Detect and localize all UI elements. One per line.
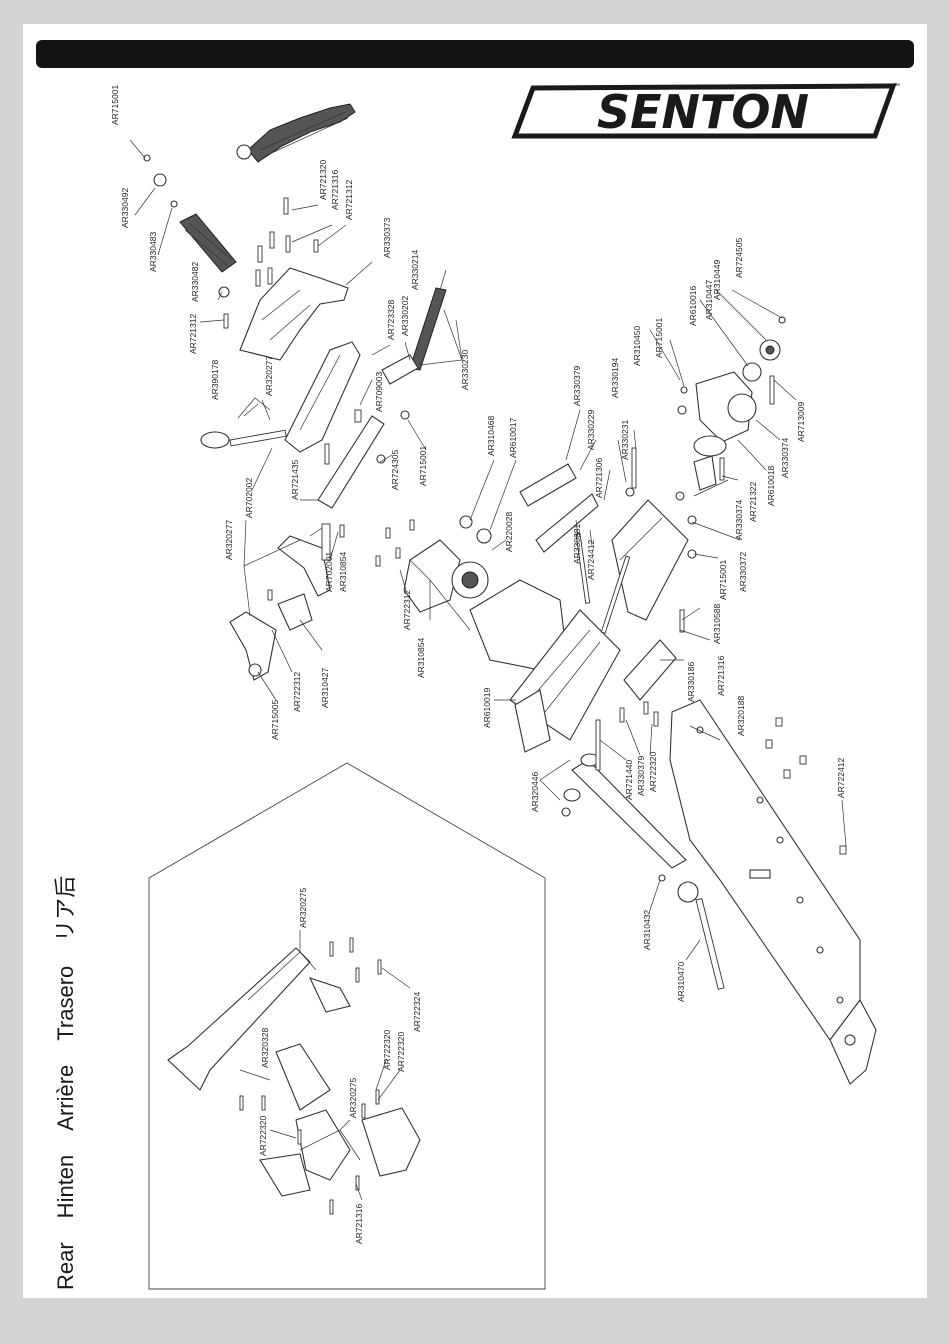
label-AR715005: AR715005 bbox=[270, 700, 280, 740]
label-AR330492: AR330492 bbox=[120, 188, 130, 228]
label-AR330381: AR330381 bbox=[572, 524, 582, 564]
shock-tower bbox=[239, 267, 349, 361]
label-AR721320-a: AR721320 bbox=[318, 160, 328, 200]
label-AR310450: AR310450 bbox=[632, 326, 642, 366]
label-AR310588: AR310588 bbox=[712, 604, 722, 644]
label-AR721312-a: AR721312 bbox=[188, 314, 198, 354]
label-AR330230: AR330230 bbox=[460, 350, 470, 390]
label-AR220028: AR220028 bbox=[504, 512, 514, 552]
label-AR330372: AR330372 bbox=[738, 552, 748, 592]
turnbuckle bbox=[409, 287, 447, 371]
label-AR310449: AR310449 bbox=[712, 260, 722, 300]
label-AR721440: AR721440 bbox=[624, 760, 634, 800]
label-AR724305: AR724305 bbox=[390, 450, 400, 490]
label-AR723328: AR723328 bbox=[386, 300, 396, 340]
hub-carrier-upper bbox=[277, 535, 331, 597]
label-AR721312-b: AR721312 bbox=[344, 180, 354, 220]
label-AR722320-c: AR722320 bbox=[396, 1032, 406, 1072]
brand-text: SENTON bbox=[597, 85, 809, 139]
label-AR330229: AR330229 bbox=[586, 410, 596, 450]
label-AR610019: AR610019 bbox=[482, 688, 492, 728]
label-AR330379-a: AR330379 bbox=[572, 366, 582, 406]
label-AR320328: AR320328 bbox=[260, 1028, 270, 1068]
label-AR310468: AR310468 bbox=[486, 416, 496, 456]
label-AR310427: AR310427 bbox=[320, 668, 330, 708]
hinge-block bbox=[277, 593, 313, 631]
label-AR722412: AR722412 bbox=[836, 758, 846, 798]
label-AR722324: AR722324 bbox=[412, 992, 422, 1032]
label-AR330214: AR330214 bbox=[410, 250, 420, 290]
leader-lines bbox=[129, 139, 847, 1201]
label-AR330194: AR330194 bbox=[610, 358, 620, 398]
label-AR390178: AR390178 bbox=[210, 360, 220, 400]
label-AR721435: AR721435 bbox=[290, 460, 300, 500]
label-AR330379-b: AR330379 bbox=[636, 756, 646, 796]
label-AR330373: AR330373 bbox=[382, 218, 392, 258]
lower-arm-mount bbox=[623, 639, 677, 701]
label-AR310432: AR310432 bbox=[642, 910, 652, 950]
label-AR320277-b: AR320277 bbox=[224, 520, 234, 560]
label-AR310447: AR310447 bbox=[704, 280, 714, 320]
label-AR320446: AR320446 bbox=[530, 772, 540, 812]
rear-shock-lower bbox=[143, 154, 237, 273]
rear-upper-mount bbox=[284, 341, 361, 453]
label-AR715001-d: AR715001 bbox=[718, 560, 728, 600]
label-AR722320-a: AR722320 bbox=[648, 752, 658, 792]
label-AR310854-a: AR310854 bbox=[338, 552, 348, 592]
label-AR310854-b: AR310854 bbox=[416, 638, 426, 678]
label-AR709003: AR709003 bbox=[374, 372, 384, 412]
inset-bumper-lower bbox=[295, 1109, 351, 1181]
label-AR702002: AR702002 bbox=[244, 478, 254, 518]
label-AR722312-a: AR722312 bbox=[402, 590, 412, 630]
label-AR715001-c: AR715001 bbox=[654, 318, 664, 358]
label-AR330202: AR330202 bbox=[400, 296, 410, 336]
label-AR702001: AR702001 bbox=[324, 552, 334, 592]
parts-art bbox=[143, 103, 877, 1085]
label-AR320188: AR320188 bbox=[736, 696, 746, 736]
label-AR721322: AR721322 bbox=[748, 482, 758, 522]
label-AR721316-a: AR721316 bbox=[330, 170, 340, 210]
label-AR330482: AR330482 bbox=[190, 262, 200, 302]
inset-bumper bbox=[167, 947, 311, 1091]
senton-logo: SENTON ™ bbox=[505, 78, 900, 144]
label-AR330231: AR330231 bbox=[620, 420, 630, 460]
label-AR330483: AR330483 bbox=[148, 232, 158, 272]
rear-shock-upper bbox=[236, 103, 356, 163]
label-AR320275-b: AR320275 bbox=[348, 1078, 358, 1118]
hub-carrier-lower bbox=[229, 611, 277, 681]
manual-page bbox=[23, 24, 927, 1298]
label-AR610016: AR610016 bbox=[688, 286, 698, 326]
trademark: ™ bbox=[893, 83, 900, 90]
label-AR330374-a: AR330374 bbox=[780, 438, 790, 478]
label-AR610018: AR610018 bbox=[766, 466, 776, 506]
inset-box bbox=[148, 762, 546, 1290]
rear-upper-arm bbox=[611, 499, 689, 621]
label-AR721316-c: AR721316 bbox=[354, 1204, 364, 1244]
label-AR330186: AR330186 bbox=[686, 662, 696, 702]
rear-hub bbox=[675, 316, 786, 559]
body-clip bbox=[237, 397, 271, 419]
label-AR715001-a: AR715001 bbox=[110, 85, 120, 125]
header-bar bbox=[36, 40, 914, 68]
label-AR330374-b: AR330374 bbox=[734, 500, 744, 540]
chassis-plate bbox=[669, 699, 877, 1085]
label-AR721306: AR721306 bbox=[594, 458, 604, 498]
label-AR713009: AR713009 bbox=[796, 402, 806, 442]
label-AR320277-a: AR320277 bbox=[264, 356, 274, 396]
label-AR722320-d: AR722320 bbox=[258, 1116, 268, 1156]
label-AR722320-b: AR722320 bbox=[382, 1030, 392, 1070]
label-AR310470: AR310470 bbox=[676, 962, 686, 1002]
label-AR320275-a: AR320275 bbox=[298, 888, 308, 928]
label-AR724505: AR724505 bbox=[734, 238, 744, 278]
label-AR722312-b: AR722312 bbox=[292, 672, 302, 712]
chassis-screws bbox=[765, 717, 847, 855]
label-AR724412: AR724412 bbox=[586, 540, 596, 580]
label-AR610017: AR610017 bbox=[508, 418, 518, 458]
label-AR715001-b: AR715001 bbox=[418, 446, 428, 486]
label-AR721316-b: AR721316 bbox=[716, 656, 726, 696]
part-labels: AR715001 AR330492 AR330483 AR330482 AR72… bbox=[110, 85, 846, 1244]
